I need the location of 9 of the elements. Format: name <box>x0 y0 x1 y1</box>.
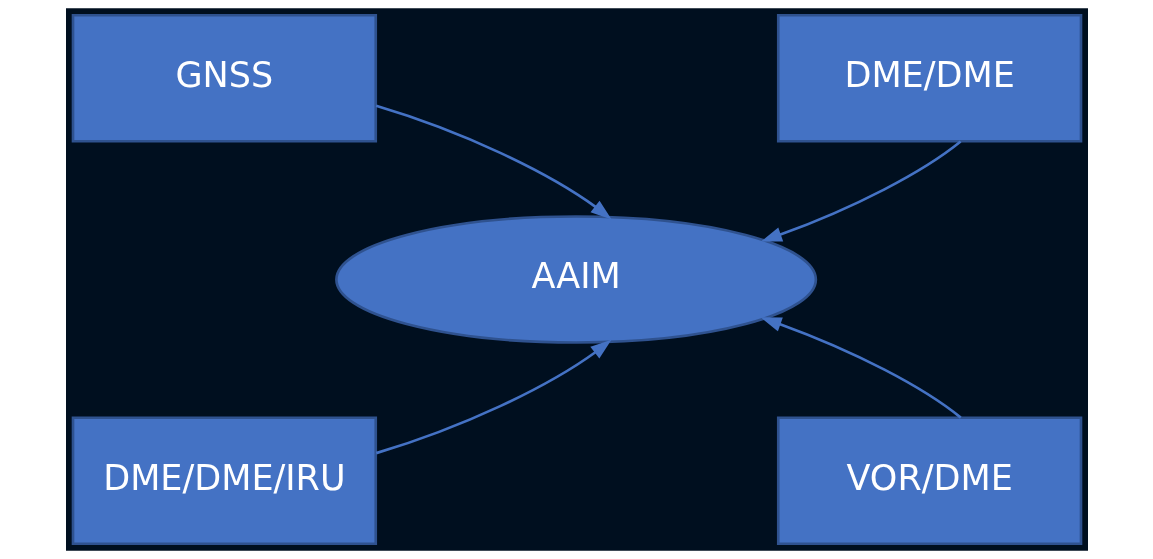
node-ellipse: AAIM <box>334 215 817 344</box>
node-box: VOR/DME <box>776 416 1082 546</box>
arrow <box>375 104 612 220</box>
arrow <box>375 339 611 455</box>
node-box: GNSS <box>71 13 377 143</box>
node-box: DME/DME/IRU <box>71 416 377 546</box>
arrow <box>760 317 962 419</box>
arrow <box>760 140 961 242</box>
node-box: DME/DME <box>776 13 1082 143</box>
